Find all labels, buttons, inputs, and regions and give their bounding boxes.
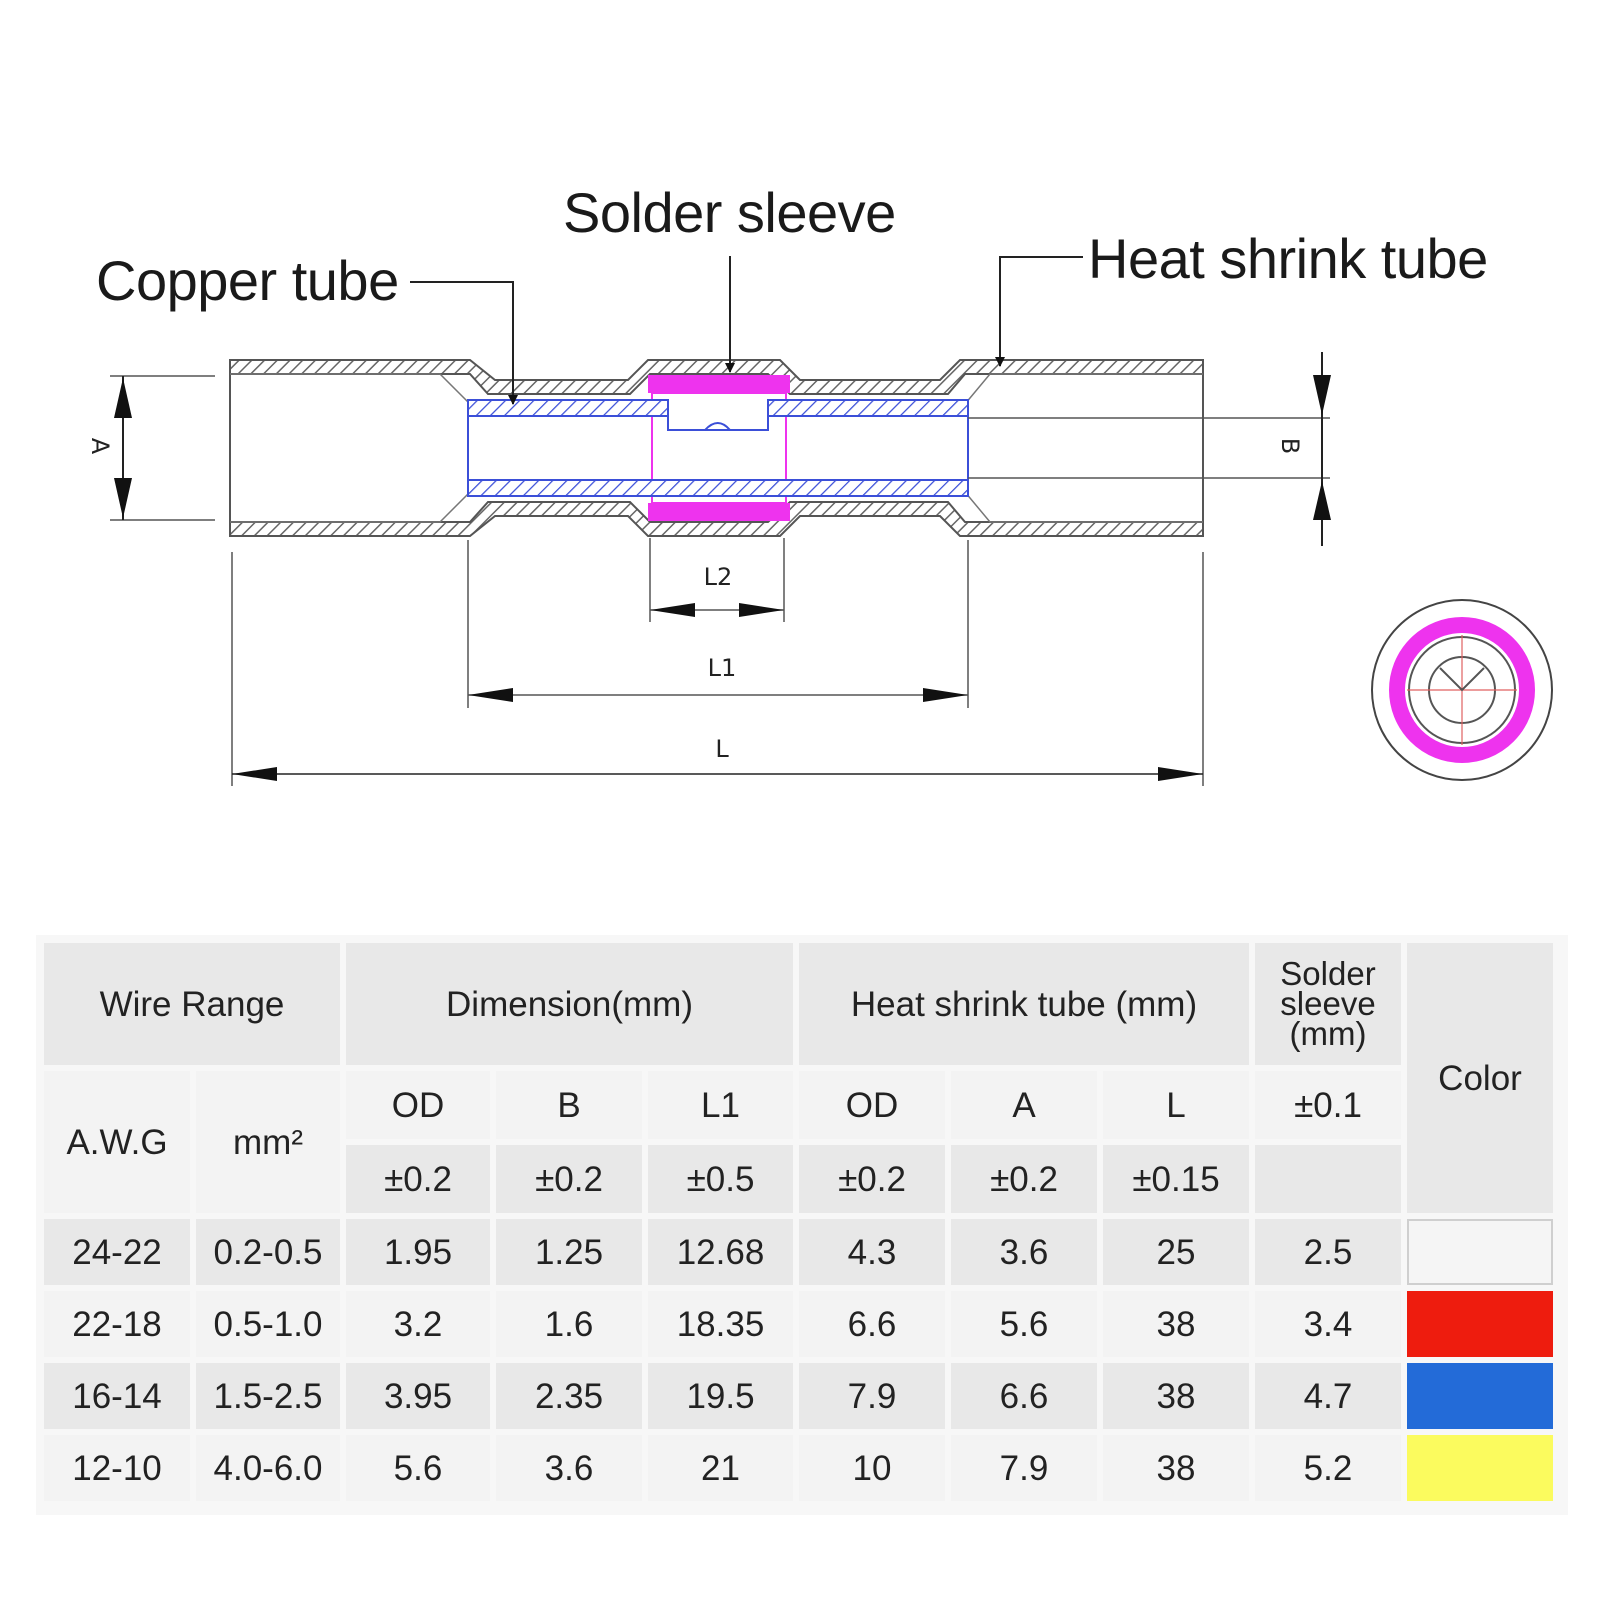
copper-tube-top	[467, 399, 969, 431]
cell-awg: 12-10	[44, 1435, 190, 1501]
solder-sleeve-bottom	[648, 503, 790, 521]
cell-hs-l: 38	[1103, 1363, 1249, 1429]
spec-table: Wire Range Dimension(mm) Heat shrink tub…	[36, 935, 1568, 1515]
cell-mm2: 0.5-1.0	[196, 1291, 340, 1357]
col-hs-l: L	[1103, 1071, 1249, 1139]
cell-awg: 22-18	[44, 1291, 190, 1357]
cell-b: 1.25	[496, 1219, 642, 1285]
cell-hs-od: 7.9	[799, 1363, 945, 1429]
cell-awg: 24-22	[44, 1219, 190, 1285]
cell-hs-a: 7.9	[951, 1435, 1097, 1501]
cell-hs-l: 38	[1103, 1435, 1249, 1501]
header-heat-shrink: Heat shrink tube (mm)	[799, 943, 1249, 1065]
color-swatch	[1407, 1291, 1553, 1357]
color-swatch	[1407, 1435, 1553, 1501]
color-swatch	[1407, 1363, 1553, 1429]
dimension-l2-label: L2	[704, 563, 733, 591]
dimension-l1-label: L1	[708, 654, 737, 682]
cell-b: 2.35	[496, 1363, 642, 1429]
copper-tube-bottom	[467, 479, 969, 497]
tol-od: ±0.2	[346, 1145, 490, 1213]
col-mm2-label: mm²	[233, 1122, 303, 1162]
cell-od: 3.2	[346, 1291, 490, 1357]
tol-l1: ±0.5	[648, 1145, 793, 1213]
col-l1: L1	[648, 1071, 793, 1139]
solder-sleeve-callout: Solder sleeve	[563, 181, 896, 244]
heat-shrink-bottom-wall	[229, 501, 1204, 537]
tol-hs-l: ±0.15	[1103, 1145, 1249, 1213]
cell-ss: 5.2	[1255, 1435, 1401, 1501]
cell-hs-a: 3.6	[951, 1219, 1097, 1285]
dimension-l-label: L	[715, 735, 729, 763]
tol-hs-a: ±0.2	[951, 1145, 1097, 1213]
color-swatch	[1407, 1219, 1553, 1285]
cell-b: 3.6	[496, 1435, 642, 1501]
cell-od: 5.6	[346, 1435, 490, 1501]
cell-hs-a: 5.6	[951, 1291, 1097, 1357]
end-view-icon	[1371, 599, 1553, 781]
cell-hs-l: 38	[1103, 1291, 1249, 1357]
cell-b: 1.6	[496, 1291, 642, 1357]
tol-ss-empty	[1255, 1145, 1401, 1213]
cell-ss: 3.4	[1255, 1291, 1401, 1357]
cell-l1: 12.68	[648, 1219, 793, 1285]
heat-shrink-tube-callout: Heat shrink tube	[1088, 227, 1488, 290]
cell-mm2: 4.0-6.0	[196, 1435, 340, 1501]
col-mm2: mm²	[196, 1071, 340, 1213]
cell-od: 1.95	[346, 1219, 490, 1285]
cell-ss: 4.7	[1255, 1363, 1401, 1429]
cell-hs-a: 6.6	[951, 1363, 1097, 1429]
header-wire-range: Wire Range	[44, 943, 340, 1065]
col-ss-tol: ±0.1	[1255, 1071, 1401, 1139]
cell-awg: 16-14	[44, 1363, 190, 1429]
cross-section-drawing: A B L2 L1 L	[86, 256, 1553, 786]
cell-mm2: 0.2-0.5	[196, 1219, 340, 1285]
header-dimension: Dimension(mm)	[346, 943, 793, 1065]
col-od: OD	[346, 1071, 490, 1139]
col-hs-od: OD	[799, 1071, 945, 1139]
dimension-a-label: A	[86, 438, 114, 455]
cell-hs-od: 10	[799, 1435, 945, 1501]
connector-diagram: Copper tube Solder sleeve Heat shrink tu…	[86, 181, 1553, 786]
tol-b: ±0.2	[496, 1145, 642, 1213]
header-solder-sleeve: Solder sleeve (mm)	[1255, 943, 1401, 1065]
cell-hs-od: 4.3	[799, 1219, 945, 1285]
cell-hs-l: 25	[1103, 1219, 1249, 1285]
header-color: Color	[1407, 943, 1553, 1213]
col-b: B	[496, 1071, 642, 1139]
cell-l1: 18.35	[648, 1291, 793, 1357]
cell-hs-od: 6.6	[799, 1291, 945, 1357]
solder-sleeve-top	[648, 375, 790, 393]
col-hs-a: A	[951, 1071, 1097, 1139]
cell-l1: 19.5	[648, 1363, 793, 1429]
tol-hs-od: ±0.2	[799, 1145, 945, 1213]
dimension-b-label: B	[1276, 438, 1304, 454]
cell-od: 3.95	[346, 1363, 490, 1429]
cell-l1: 21	[648, 1435, 793, 1501]
cell-ss: 2.5	[1255, 1219, 1401, 1285]
copper-tube-callout: Copper tube	[96, 249, 399, 312]
cell-mm2: 1.5-2.5	[196, 1363, 340, 1429]
col-awg: A.W.G	[44, 1071, 190, 1213]
